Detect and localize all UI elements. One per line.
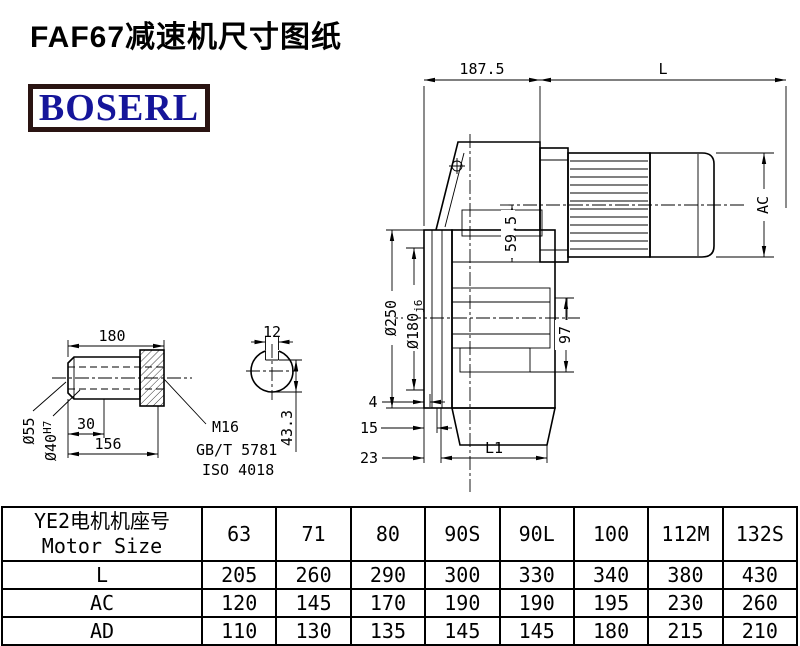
value-cell: 190 bbox=[498, 588, 575, 618]
value-cell: 230 bbox=[647, 588, 724, 618]
row-label-L: L bbox=[1, 560, 203, 590]
dim-d40-label: Ø40H7 bbox=[41, 421, 60, 461]
value-cell: 130 bbox=[275, 616, 352, 646]
motor-size-header-cn: YE2电机机座号 bbox=[33, 509, 171, 533]
dim-d180-label-group: Ø180j6 bbox=[403, 285, 425, 351]
keyway-section-view bbox=[246, 336, 302, 452]
frame-size-cell: 90S bbox=[424, 506, 501, 562]
value-cell: 180 bbox=[572, 616, 650, 646]
dim-15-label: 15 bbox=[360, 419, 378, 437]
dim-97-label-group: 97 bbox=[555, 320, 574, 350]
value-cell: 290 bbox=[349, 560, 427, 590]
dim-43-3-label-group: 43.3 bbox=[278, 410, 296, 446]
flange-bolt-hole-icon bbox=[449, 158, 465, 174]
value-cell: 190 bbox=[424, 588, 501, 618]
dim-d250-label-group: Ø250 bbox=[381, 291, 400, 345]
value-cell: 260 bbox=[275, 560, 352, 590]
dim-187-5-label: 187.5 bbox=[459, 60, 504, 78]
dim-59-5-label-group: 59.5 bbox=[501, 210, 520, 258]
shaft-section-hatch bbox=[139, 349, 165, 407]
value-cell: 135 bbox=[349, 616, 427, 646]
value-cell: 330 bbox=[498, 560, 575, 590]
value-cell: 380 bbox=[647, 560, 724, 590]
dim-L1-label: L1 bbox=[485, 439, 503, 457]
value-cell: 120 bbox=[200, 588, 278, 618]
value-cell: 430 bbox=[721, 560, 799, 590]
thread-M16-label: M16 bbox=[212, 418, 239, 436]
table-row-AC: AC 120 145 170 190 190 195 230 260 bbox=[1, 588, 799, 618]
row-label-AD: AD bbox=[1, 616, 203, 646]
shaft-dimension-lines bbox=[32, 340, 207, 458]
boserl-logo-box: BOSERL bbox=[28, 84, 210, 132]
dim-12-label: 12 bbox=[263, 323, 281, 341]
value-cell: 300 bbox=[424, 560, 501, 590]
frame-size-cell: 132S bbox=[721, 506, 799, 562]
table-header-row: YE2电机机座号 Motor Size 63 71 80 90S 90L 100… bbox=[1, 506, 799, 562]
dim-156-label: 156 bbox=[94, 435, 121, 453]
frame-size-cell: 80 bbox=[349, 506, 427, 562]
row-label-AC: AC bbox=[1, 588, 203, 618]
value-cell: 110 bbox=[200, 616, 278, 646]
dim-d250-label: Ø250 bbox=[382, 300, 400, 336]
motor-size-header-en: Motor Size bbox=[41, 534, 163, 558]
main-view bbox=[381, 77, 787, 492]
value-cell: 260 bbox=[721, 588, 799, 618]
dim-30-label: 30 bbox=[77, 415, 95, 433]
motor-size-table: YE2电机机座号 Motor Size 63 71 80 90S 90L 100… bbox=[1, 506, 799, 646]
shaft-detail-view bbox=[32, 340, 207, 458]
dim-23-label: 23 bbox=[360, 449, 378, 467]
dim-97-label: 97 bbox=[556, 326, 574, 344]
dim-43-3-label: 43.3 bbox=[278, 410, 296, 446]
dim-59-5-label: 59.5 bbox=[502, 216, 520, 252]
motor-fins bbox=[570, 160, 648, 250]
dim-L-label: L bbox=[658, 60, 667, 78]
dim-4-label: 4 bbox=[368, 393, 377, 411]
value-cell: 145 bbox=[498, 616, 575, 646]
frame-size-cell: 71 bbox=[275, 506, 352, 562]
table-row-L: L 205 260 290 300 330 340 380 430 bbox=[1, 560, 799, 590]
value-cell: 210 bbox=[721, 616, 799, 646]
value-cell: 215 bbox=[647, 616, 724, 646]
value-cell: 195 bbox=[572, 588, 650, 618]
boserl-logo-text: BOSERL bbox=[38, 87, 200, 129]
std-gbt-label: GB/T 5781 bbox=[196, 441, 277, 459]
frame-size-cell: 63 bbox=[200, 506, 278, 562]
value-cell: 205 bbox=[200, 560, 278, 590]
page-title: FAF67减速机尺寸图纸 bbox=[30, 21, 343, 54]
dim-d180-label: Ø180j6 bbox=[404, 300, 425, 349]
dim-180-label: 180 bbox=[98, 327, 125, 345]
dim-AC-label-group: AC bbox=[753, 189, 772, 221]
value-cell: 145 bbox=[275, 588, 352, 618]
dim-AC-label: AC bbox=[754, 196, 772, 214]
value-cell: 340 bbox=[572, 560, 650, 590]
motor-size-header-cell: YE2电机机座号 Motor Size bbox=[1, 506, 203, 562]
std-iso-label: ISO 4018 bbox=[202, 461, 274, 479]
keyway-dimension-lines bbox=[251, 336, 302, 452]
value-cell: 170 bbox=[349, 588, 427, 618]
dim-d55-label: Ø55 bbox=[20, 417, 38, 444]
table-row-AD: AD 110 130 135 145 145 180 215 210 bbox=[1, 616, 799, 646]
gearbox-housing-outline bbox=[423, 141, 568, 446]
dim-d40-label-group: Ø40H7 bbox=[41, 421, 60, 461]
dim-d55-label-group: Ø55 bbox=[20, 417, 38, 444]
value-cell: 145 bbox=[424, 616, 501, 646]
main-view-centerlines bbox=[384, 134, 744, 492]
frame-size-cell: 112M bbox=[647, 506, 724, 562]
frame-size-cell: 90L bbox=[498, 506, 575, 562]
frame-size-cell: 100 bbox=[572, 506, 650, 562]
